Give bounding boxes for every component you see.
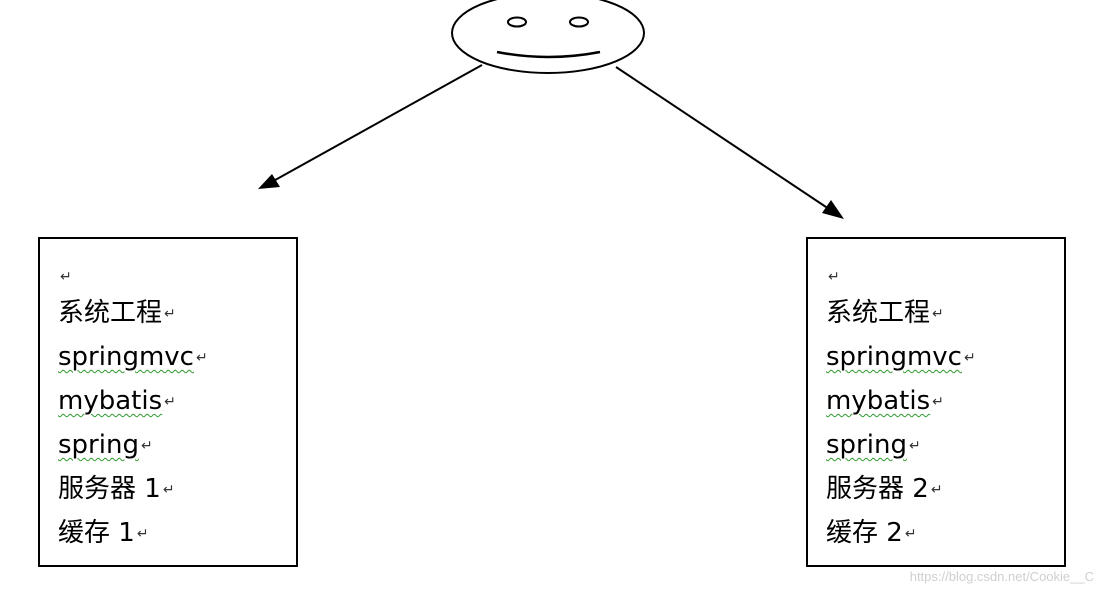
- paragraph-mark-icon: ↵: [963, 349, 976, 366]
- line-spring: spring↵: [58, 430, 153, 460]
- line-server: 服务器 2↵: [826, 474, 943, 504]
- line-cache: 缓存 1↵: [58, 518, 149, 548]
- paragraph-mark-icon: ↵: [195, 349, 208, 366]
- server-2-lines: ↵ 系统工程↵ springmvc↵ mybatis↵ spring↵ 服务器 …: [826, 261, 976, 555]
- paragraph-mark-icon: ↵: [136, 525, 149, 542]
- line-system-project: 系统工程↵: [58, 298, 176, 328]
- line-spring: spring↵: [826, 430, 921, 460]
- right-eye: [569, 16, 589, 28]
- server-1-lines: ↵ 系统工程↵ springmvc↵ mybatis↵ spring↵ 服务器 …: [58, 261, 208, 555]
- line-empty: ↵: [58, 261, 208, 291]
- face-outline: [451, 0, 645, 74]
- watermark-text: https://blog.csdn.net/Cookie__C: [909, 569, 1094, 584]
- arrow-left-line: [267, 64, 483, 185]
- left-eye: [507, 16, 527, 28]
- paragraph-mark-icon: ↵: [932, 393, 944, 410]
- line-springmvc: springmvc↵: [826, 342, 976, 372]
- line-empty: ↵: [826, 261, 976, 291]
- smiley-face-icon: [451, 0, 645, 74]
- smile-mouth: [496, 50, 601, 59]
- paragraph-mark-icon: ↵: [164, 305, 176, 322]
- line-mybatis: mybatis↵: [58, 386, 176, 416]
- line-system-project: 系统工程↵: [826, 298, 944, 328]
- paragraph-mark-icon: ↵: [140, 437, 153, 454]
- arrow-right-line: [615, 66, 836, 214]
- paragraph-mark-icon: ↵: [60, 268, 72, 285]
- paragraph-mark-icon: ↵: [908, 437, 921, 454]
- arrow-left-head: [258, 174, 280, 189]
- paragraph-mark-icon: ↵: [162, 481, 175, 498]
- paragraph-mark-icon: ↵: [904, 525, 917, 542]
- server-box-1: ↵ 系统工程↵ springmvc↵ mybatis↵ spring↵ 服务器 …: [38, 237, 298, 567]
- server-box-2: ↵ 系统工程↵ springmvc↵ mybatis↵ spring↵ 服务器 …: [806, 237, 1066, 567]
- arrow-right-head: [822, 200, 844, 219]
- line-springmvc: springmvc↵: [58, 342, 208, 372]
- line-mybatis: mybatis↵: [826, 386, 944, 416]
- paragraph-mark-icon: ↵: [932, 305, 944, 322]
- paragraph-mark-icon: ↵: [930, 481, 943, 498]
- line-cache: 缓存 2↵: [826, 518, 917, 548]
- line-server: 服务器 1↵: [58, 474, 175, 504]
- paragraph-mark-icon: ↵: [164, 393, 176, 410]
- paragraph-mark-icon: ↵: [828, 268, 840, 285]
